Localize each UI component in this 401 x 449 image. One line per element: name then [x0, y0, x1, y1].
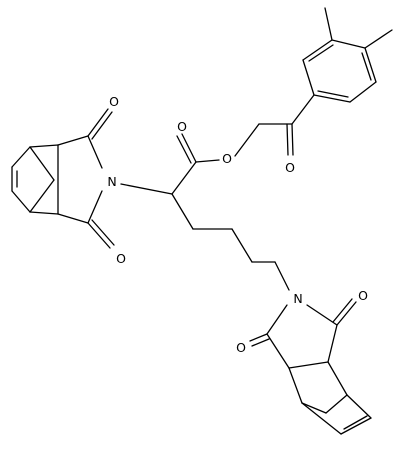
atom-o-ester-carbonyl: O	[177, 119, 187, 134]
atom-n-left: N	[107, 174, 116, 189]
right-norbornene-imide	[249, 298, 372, 435]
dimethylphenyl-ring	[302, 7, 393, 103]
atom-o-right-lower: O	[236, 340, 246, 355]
atom-n-right: N	[293, 291, 302, 306]
atom-o-right-upper: O	[358, 288, 368, 303]
hexanoate-chain	[120, 133, 290, 291]
phenacyl-linker	[234, 94, 315, 157]
atom-o-left-lower: O	[116, 251, 126, 266]
left-norbornene-imide	[11, 108, 115, 249]
atom-o-ester-link: O	[222, 151, 232, 166]
atom-o-ketone: O	[285, 160, 295, 175]
atom-o-left-upper: O	[109, 94, 119, 109]
